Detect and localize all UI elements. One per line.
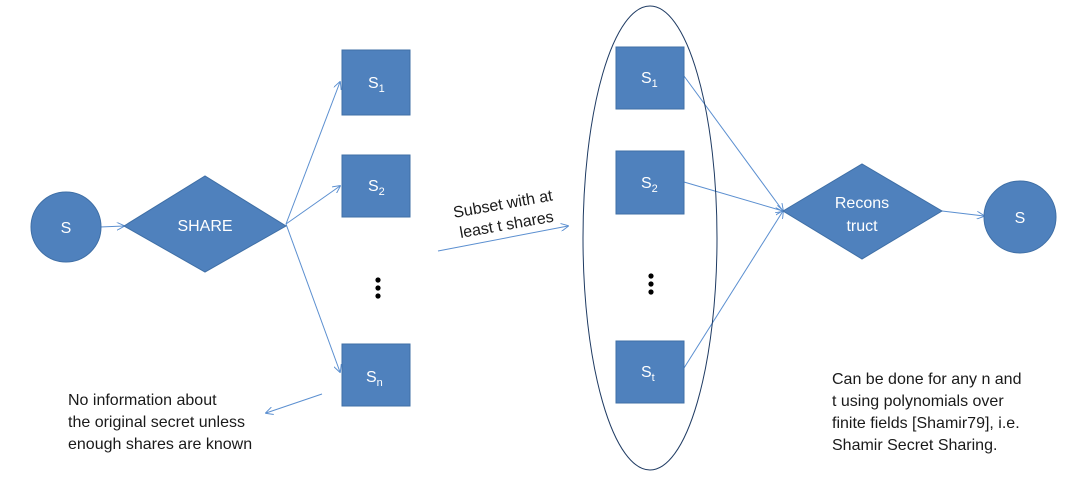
share-box-1-label: S1 <box>368 75 385 95</box>
arrow-secret-to-share <box>99 226 124 227</box>
subset-ellipse <box>582 5 718 471</box>
arrow-share-to-s2 <box>285 186 340 225</box>
arrow-to-note <box>266 393 323 413</box>
share-box-2 <box>341 154 411 218</box>
subset-share-box-1 <box>615 46 685 110</box>
connectors <box>99 75 984 413</box>
subset-share-box-t <box>615 340 685 404</box>
subset-share-box-2 <box>615 150 685 215</box>
arrow-s1-to-reconstruct <box>683 75 783 211</box>
arrow-s2-to-reconstruct <box>683 181 783 211</box>
subset-label: Subset with at least t shares <box>452 187 555 242</box>
secret-node-right-label: S <box>1015 210 1026 227</box>
arrow-reconstruct-to-secret <box>941 210 984 216</box>
arrow-share-to-sn <box>285 223 340 372</box>
share-box-2-label: S2 <box>368 178 385 198</box>
share-box-n <box>341 343 411 407</box>
arrow-subset <box>437 226 568 252</box>
reconstruct-label-line1: Recons <box>835 195 889 212</box>
note-left-line: No information about <box>68 392 217 409</box>
subset-share-box-1-label: S1 <box>641 70 658 90</box>
ellipsis-dots-right <box>648 273 654 295</box>
share-box-n-label: Sn <box>366 369 383 389</box>
share-diamond-label: SHARE <box>177 218 232 235</box>
secret-node-right <box>983 180 1057 254</box>
note-right-line: t using polynomials over <box>832 393 1004 410</box>
secret-node-left <box>30 191 102 263</box>
note-right-line: Can be done for any n and <box>832 371 1022 388</box>
ellipsis-dots-left <box>375 277 381 299</box>
note-right-line: finite fields [Shamir79], i.e. <box>832 415 1020 432</box>
note-left-line: enough shares are known <box>68 436 253 453</box>
note-left-line: the original secret unless <box>68 414 245 431</box>
note-right: Can be done for any n and t using polyno… <box>832 369 1021 457</box>
arrow-st-to-reconstruct <box>683 211 783 369</box>
subset-share-box-t-label: St <box>641 364 655 384</box>
arrow-share-to-s1 <box>285 82 340 225</box>
reconstruct-label-line2: truct <box>846 218 878 235</box>
reconstruct-diamond <box>782 163 943 260</box>
note-left: No information about the original secret… <box>68 390 252 456</box>
note-right-line: Shamir Secret Sharing. <box>832 437 998 454</box>
subset-share-box-2-label: S2 <box>641 175 658 195</box>
secret-node-left-label: S <box>61 220 72 237</box>
share-diamond <box>123 175 287 273</box>
share-box-1 <box>341 49 411 116</box>
